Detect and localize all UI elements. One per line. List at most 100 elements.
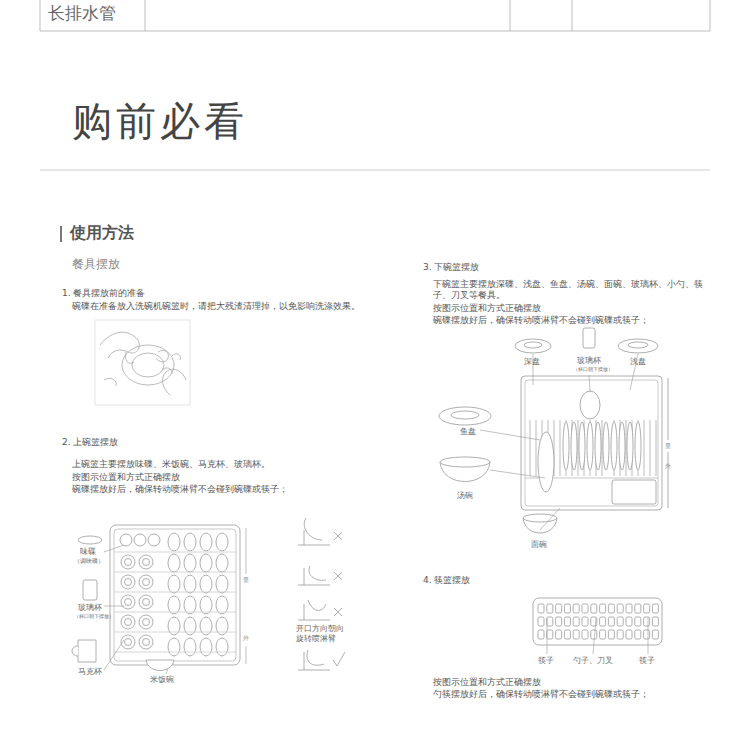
direction-label: 里 [665, 442, 671, 450]
slot [547, 604, 553, 613]
icon-note: 开口方向朝向 旋转喷淋臂 [296, 624, 346, 644]
slot [652, 617, 658, 626]
heading-bar [60, 226, 62, 242]
part-label: 勺子、刀叉 [573, 656, 613, 666]
slot [573, 617, 579, 626]
upper-items [72, 536, 174, 671]
slot [556, 630, 562, 639]
plate-tine [602, 420, 603, 476]
plate-shape [579, 422, 585, 470]
cutlery-basket [533, 598, 662, 645]
wire [114, 552, 236, 553]
direction-label: 外 [665, 462, 671, 470]
saucer-shape [120, 534, 132, 546]
slot [573, 604, 579, 613]
bowl-shape [168, 596, 180, 614]
plate-tine [650, 420, 651, 476]
slot [591, 630, 597, 639]
part-label: 米饭碗 [150, 675, 174, 685]
plate-shape [611, 422, 617, 470]
cup-shape [143, 559, 150, 566]
slot [564, 617, 570, 626]
slot [538, 617, 544, 626]
step-text: 碗碟摆放好后，确保转动喷淋臂不会碰到碗碟或筷子； [72, 484, 288, 495]
slot [556, 617, 562, 626]
plate-tine [530, 420, 531, 476]
slot [626, 617, 632, 626]
plate-tine [560, 420, 561, 476]
bowl-shape [168, 575, 180, 593]
slot [652, 604, 658, 613]
step-text: 按图示位置和方式正确摆放 [72, 472, 180, 483]
cup-shape [125, 599, 132, 606]
part-note: （调味碟） [74, 557, 104, 565]
slot [573, 630, 579, 639]
bowl-shape [216, 554, 228, 572]
slot [617, 604, 623, 613]
step-heading: 3. 下碗篮摆放 [423, 262, 479, 273]
part-label: 汤碗 [457, 491, 473, 501]
part-label: 玻璃杯 [577, 356, 601, 366]
slot [564, 604, 570, 613]
bowl-shape [216, 596, 228, 614]
slot [591, 604, 597, 613]
slot [582, 630, 588, 639]
slot [617, 617, 623, 626]
step-text: 碗碟在准备放入洗碗机碗篮时，请把大残渣清理掉，以免影响洗涤效果。 [72, 301, 360, 312]
cup-shape [121, 575, 135, 589]
slot [556, 604, 562, 613]
step-text: 上碗篮主要摆放味碟、米饭碗、马克杯、玻璃杯。 [72, 459, 270, 470]
part-label: 味碟 [80, 547, 96, 557]
placement-icons [298, 518, 345, 670]
leader-lines [480, 354, 638, 530]
plate-shape [595, 422, 601, 470]
slot [538, 630, 544, 639]
part-label: 玻璃杯 [78, 603, 102, 613]
part-note: （杯口朝下摆放） [573, 366, 613, 372]
cup-shape [125, 639, 132, 646]
bowl-shape [168, 533, 180, 551]
part-label: 深盘 [524, 357, 540, 367]
cup-shape [121, 615, 135, 629]
slot [547, 617, 553, 626]
wire [114, 652, 236, 653]
hands-sketch [95, 320, 190, 405]
plate-shape [587, 422, 593, 470]
slot [626, 630, 632, 639]
slot [600, 617, 606, 626]
direction-label: 外 [243, 634, 249, 642]
slot [582, 604, 588, 613]
part-note: （杯口朝下摆放） [74, 613, 114, 619]
plate-shape [619, 422, 625, 470]
part-label: 面碗 [531, 540, 547, 550]
slot [582, 617, 588, 626]
direction-label: 里 [243, 576, 249, 584]
cup-shape [139, 635, 153, 649]
plate-shape [635, 422, 641, 470]
section-heading: 使用方法 [70, 223, 134, 243]
wire [114, 612, 236, 613]
step-text: 下碗篮主要摆放深碟、浅盘、鱼盘、汤碗、面碗、玻璃杯、小勺、筷子、刀叉等餐具。 [433, 279, 705, 302]
cup-shape [143, 579, 150, 586]
upper-basket [110, 525, 240, 665]
cup-shape [125, 579, 132, 586]
slot [626, 604, 632, 613]
bowl-shape [184, 575, 196, 593]
leader-lines [547, 618, 648, 654]
slot [617, 630, 623, 639]
cup-shape [143, 619, 150, 626]
plate-tine [536, 420, 537, 476]
step-text: 碗碟摆放好后，确保转动喷淋臂不会碰到碗碟或筷子； [433, 315, 649, 326]
slot [564, 630, 570, 639]
slot [608, 604, 614, 613]
wire [114, 632, 236, 633]
cup-shape [139, 595, 153, 609]
table-cell: 长排水管 [48, 3, 116, 24]
plate-shape [603, 422, 609, 470]
step-text: 按图示位置和方式正确摆放 [433, 303, 541, 314]
page-title: 购前必看 [72, 94, 248, 149]
plate-tine [656, 420, 657, 476]
cup-shape [125, 619, 132, 626]
saucer-shape [134, 534, 146, 546]
cup-shape [121, 595, 135, 609]
